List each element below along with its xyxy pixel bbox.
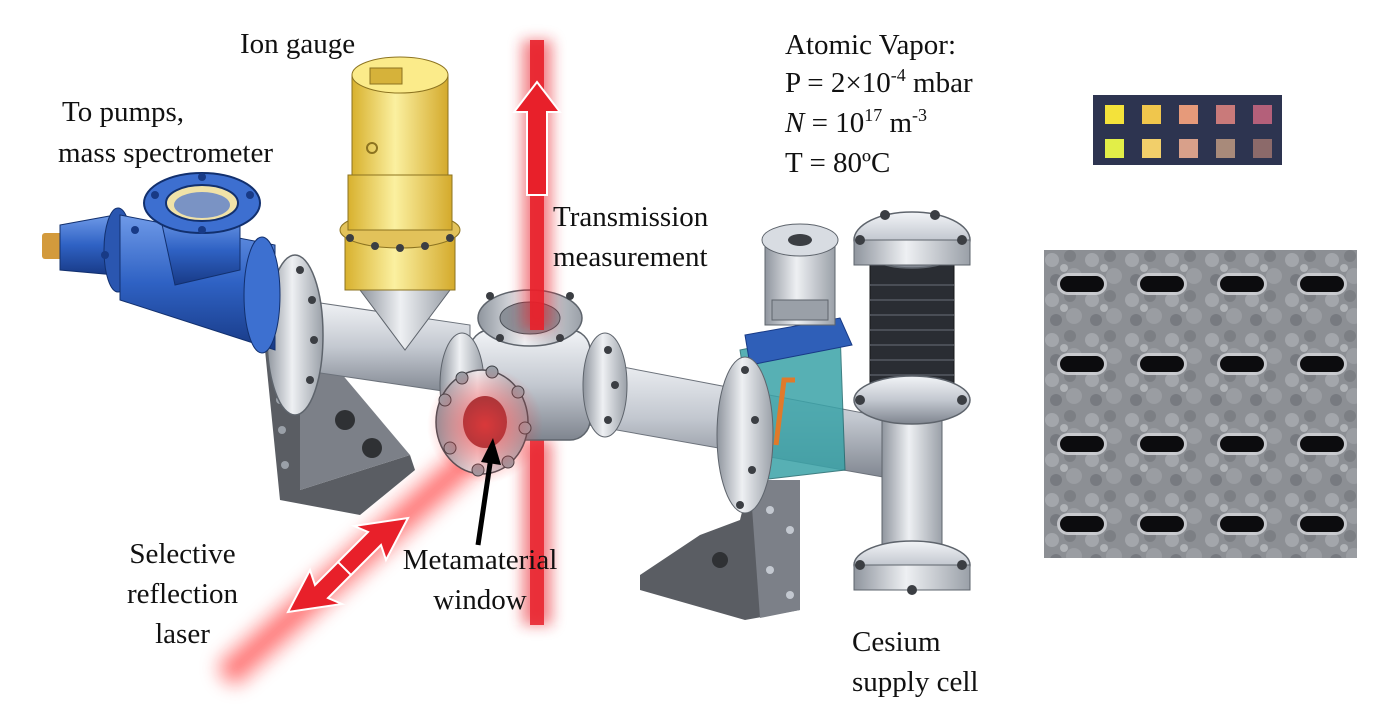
swatch-square [1216,139,1235,158]
sem-slot [1140,356,1184,372]
sem-slot [1140,516,1184,532]
selective-reflection-arrows [286,516,410,614]
transmission-label-line1: Transmission [553,201,709,233]
vapor-title: Atomic Vapor: [785,29,957,61]
swatch-square [1105,139,1124,158]
vapor-density-unit: m [882,107,913,139]
cesium-label-line1: Cesium [852,626,941,658]
selective-label-line2: reflection [126,578,239,610]
vapor-temperature: T = 80ºC [785,147,891,179]
sem-slot [1140,276,1184,292]
pump-connector-tip [42,233,64,259]
transmission-arrow [511,80,563,196]
sem-micrograph [1044,250,1357,558]
sem-slot [1060,436,1104,452]
swatch-square [1253,139,1272,158]
pumps-label-line2: mass spectrometer [58,137,274,169]
sem-slot [1060,356,1104,372]
cesium-supply-cell [853,210,971,595]
selective-label-line3: laser [155,618,210,650]
vapor-pressure-unit: mbar [905,67,973,99]
vapor-density: N = 1017 m-3 [785,106,927,140]
left-flange [266,254,324,416]
sem-slot [1060,276,1104,292]
metamaterial-label-line2: window [433,584,527,616]
vapor-density-value: = 10 [804,107,865,139]
vapor-pressure-value: P = 2×10 [785,67,891,99]
ion-gauge-label: Ion gauge [240,28,356,60]
sem-slot [1300,276,1344,292]
vapor-density-symbol: N [785,107,805,139]
swatch-square [1253,105,1272,124]
vapor-pressure: P = 2×10-4 mbar [785,66,973,100]
transmission-laser-beam-lower [522,440,552,625]
metamaterial-label-line1: Metamaterial [402,544,558,576]
sem-slot [1220,436,1264,452]
transmission-label-line2: measurement [553,241,708,273]
gate-valve [716,317,853,514]
swatch-square [1179,105,1198,124]
swatch-square [1142,139,1161,158]
gauge-head [761,223,839,326]
sem-slot [1220,276,1264,292]
cesium-label-line2: supply cell [852,666,979,698]
sem-slot [1060,516,1104,532]
vapor-density-unit-exponent: -3 [912,105,928,125]
swatch-square [1179,139,1198,158]
vapor-pressure-exponent: -4 [890,65,906,85]
sem-slot [1220,356,1264,372]
pump-assembly [42,172,281,354]
sem-slot [1220,516,1264,532]
sem-slot [1300,516,1344,532]
valve-handle [773,377,795,446]
metamaterial-window-flange [427,365,543,483]
swatch-square [1105,105,1124,124]
sem-slot [1140,436,1184,452]
incoming-arrow [336,516,410,577]
sem-slot [1300,356,1344,372]
vapor-density-exponent: 17 [864,105,883,125]
ion-gauge [339,56,461,351]
sem-micrograph-inset [1044,250,1357,558]
metamaterial-color-swatch-inset [1093,95,1282,165]
swatch-square [1142,105,1161,124]
sem-slot [1300,436,1344,452]
right-mounting-bracket [640,480,800,620]
metamaterial-pointer-arrow [475,438,501,546]
selective-label-line1: Selective [129,538,236,570]
swatch-square [1216,105,1235,124]
pumps-label-line1: To pumps, [62,96,185,128]
